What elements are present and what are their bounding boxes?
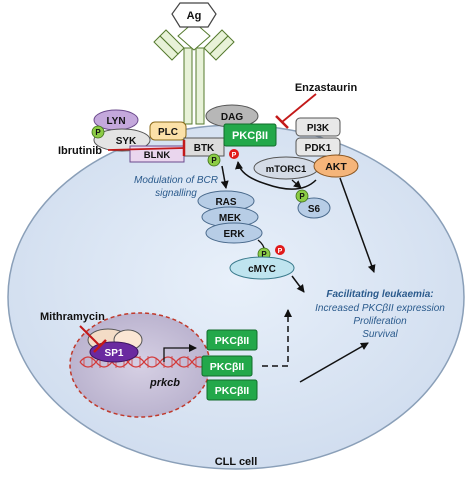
phospho-red-btk: [229, 149, 239, 159]
modulation-line-2: signalling: [155, 188, 197, 199]
pdk1-box: [295, 137, 341, 157]
mek-label: MEK: [219, 213, 242, 224]
pi3k-box: [295, 117, 341, 137]
pkc-main-label: PKCβII: [232, 130, 268, 142]
mtorc1-label: mTORC1: [266, 164, 307, 175]
s6-box: [297, 197, 331, 219]
mithramycin-inhibitor: [79, 325, 101, 347]
btk-to-ras-arrow: [220, 165, 229, 189]
pi3k-label: PI3K: [307, 123, 330, 134]
pkc-stack-label-1: PKCβII: [215, 335, 249, 347]
phospho-syk-label: P: [95, 128, 101, 137]
phospho-s6: [295, 189, 309, 203]
pdk1-label: PDK1: [305, 143, 332, 154]
pkc-main-box: [223, 123, 277, 147]
enzastaurin-label: Enzastaurin: [295, 82, 358, 94]
syk-label: SYK: [116, 136, 137, 147]
outcome-title: Facilitating leukaemia:: [326, 289, 433, 300]
ibrutinib-inhibitor: [107, 147, 185, 151]
cmyc-box: [229, 256, 295, 280]
transcription-arrow: [163, 344, 197, 362]
lyn-label: LYN: [106, 116, 125, 127]
pkc-to-outcome-arrow: [299, 342, 369, 383]
outcome-item-3: Survival: [362, 329, 398, 340]
akt-box: [313, 154, 359, 178]
btk-label: BTK: [194, 143, 215, 154]
sp1-label: SP1: [105, 348, 124, 359]
cmyc-label: cMYC: [248, 264, 276, 275]
plc-label: PLC: [158, 127, 178, 138]
antigen-label: Ag: [187, 10, 202, 22]
pkc-stack-box-1: [206, 329, 258, 351]
pkc-stack-label-3: PKCβII: [215, 385, 249, 397]
cell-label: CLL cell: [215, 456, 258, 468]
outcome-item-1: Increased PKCβII expression: [315, 303, 445, 314]
ibrutinib-label: Ibrutinib: [58, 145, 102, 157]
mtorc1-to-s6-arrow: [291, 179, 302, 189]
phospho-s6-label: P: [299, 192, 305, 201]
bcr-receptor: [153, 21, 235, 125]
mithramycin-label: Mithramycin: [40, 311, 105, 323]
plc-box: [149, 121, 187, 141]
dashed-arrow: [262, 309, 292, 367]
dag-label: DAG: [221, 112, 243, 123]
s6-label: S6: [308, 204, 321, 215]
outcome-item-2: Proliferation: [353, 316, 407, 327]
phospho-red-btk-label: P: [232, 152, 237, 159]
pkc-to-akt-curve: [235, 161, 317, 190]
akt-label: AKT: [325, 161, 347, 173]
phospho-syk: [91, 125, 105, 139]
antigen-badge: [171, 2, 217, 28]
pkc-stack-box-3: [206, 379, 258, 401]
sp1-protein: [89, 341, 139, 363]
akt-to-outcome-arrow: [339, 177, 376, 273]
phospho-red-cmyc-label: P: [278, 248, 283, 255]
blnk-label: BLNK: [144, 150, 171, 161]
phospho-btk-label: P: [211, 156, 217, 165]
erk-box: [205, 222, 263, 244]
enzastaurin-inhibitor: [281, 93, 317, 123]
erk-label: ERK: [223, 229, 245, 240]
phospho-red-cmyc: [275, 245, 285, 255]
ras-label: RAS: [215, 197, 236, 208]
cmyc-to-outcome-arrow: [291, 275, 305, 293]
gene-label: prkcb: [149, 377, 180, 389]
phospho-cmyc-label: P: [261, 250, 267, 259]
pkc-stack-label-2: PKCβII: [210, 361, 244, 373]
phospho-btk: [207, 153, 221, 167]
pkc-stack-box-2: [201, 355, 253, 377]
modulation-line-1: Modulation of BCR: [134, 175, 218, 186]
